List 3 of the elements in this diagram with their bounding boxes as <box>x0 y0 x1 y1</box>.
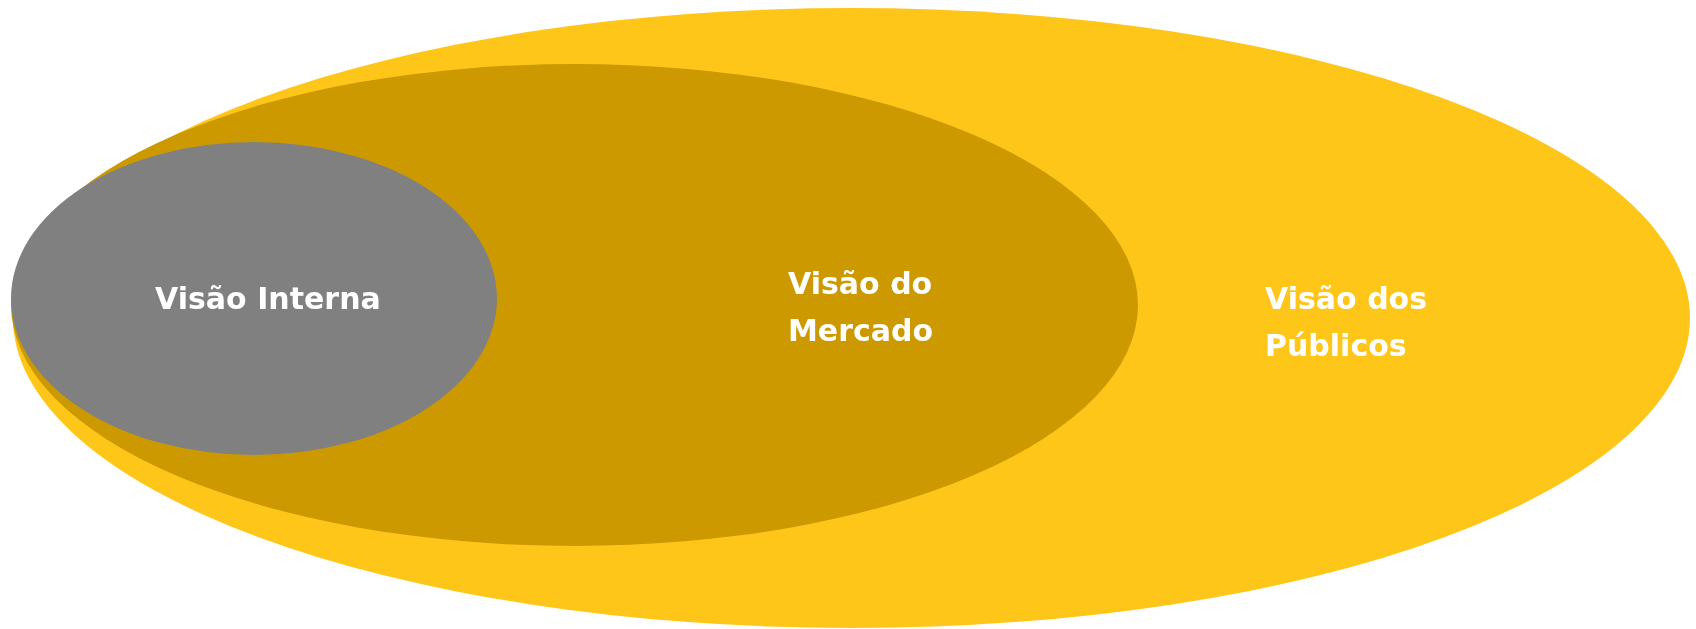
ellipse-label: Visão dos Públicos <box>1265 280 1429 365</box>
ellipse-label: Visão do Mercado <box>788 265 935 350</box>
ellipse-label: Visão Interna <box>155 280 382 318</box>
